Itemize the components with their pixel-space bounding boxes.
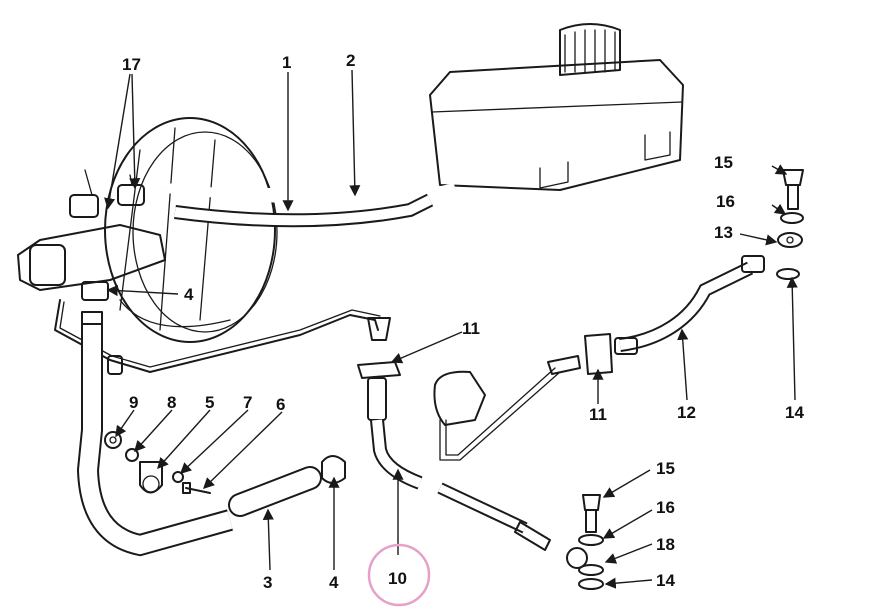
label-part-15-lower: 15 — [656, 459, 675, 478]
label-part-6: 6 — [276, 395, 285, 414]
label-part-2: 2 — [346, 51, 355, 70]
label-part-3: 3 — [263, 573, 272, 592]
fluid-reservoir — [429, 23, 684, 191]
part-labels: 1 2 3 4 4 5 6 7 8 9 10 11 11 12 13 14 14… — [122, 51, 804, 592]
label-part-16-lower: 16 — [656, 498, 675, 517]
label-part-4-upper: 4 — [184, 285, 194, 304]
metal-brake-line — [54, 299, 391, 375]
highlight-circle — [367, 543, 431, 607]
label-part-17: 17 — [122, 55, 141, 74]
label-part-10: 10 — [388, 569, 407, 588]
hose-part-3 — [228, 466, 322, 517]
brake-booster — [104, 117, 278, 343]
lower-brake-line — [437, 482, 604, 590]
label-part-7: 7 — [243, 393, 252, 412]
label-part-1: 1 — [282, 53, 291, 72]
left-hose — [76, 311, 233, 557]
master-cylinder — [17, 169, 166, 301]
label-part-11-upper: 11 — [462, 319, 480, 338]
label-part-5: 5 — [205, 393, 214, 412]
label-part-14-lower: 14 — [656, 571, 675, 590]
label-part-8: 8 — [167, 393, 176, 412]
hose-part-12 — [584, 169, 804, 375]
label-part-18: 18 — [656, 535, 675, 554]
label-part-9: 9 — [129, 393, 138, 412]
label-part-4-lower: 4 — [329, 573, 339, 592]
label-part-11-lower: 11 — [589, 405, 607, 424]
caliper — [433, 355, 581, 461]
reservoir-hoses — [164, 183, 457, 228]
label-part-16-upper: 16 — [716, 192, 735, 211]
label-part-15-upper: 15 — [714, 153, 733, 172]
small-fittings — [104, 431, 346, 494]
label-part-13: 13 — [714, 223, 733, 242]
hose-part-10 — [357, 361, 423, 490]
leader-lines — [104, 69, 798, 589]
label-part-14-right: 14 — [785, 403, 804, 422]
label-part-12: 12 — [677, 403, 696, 422]
